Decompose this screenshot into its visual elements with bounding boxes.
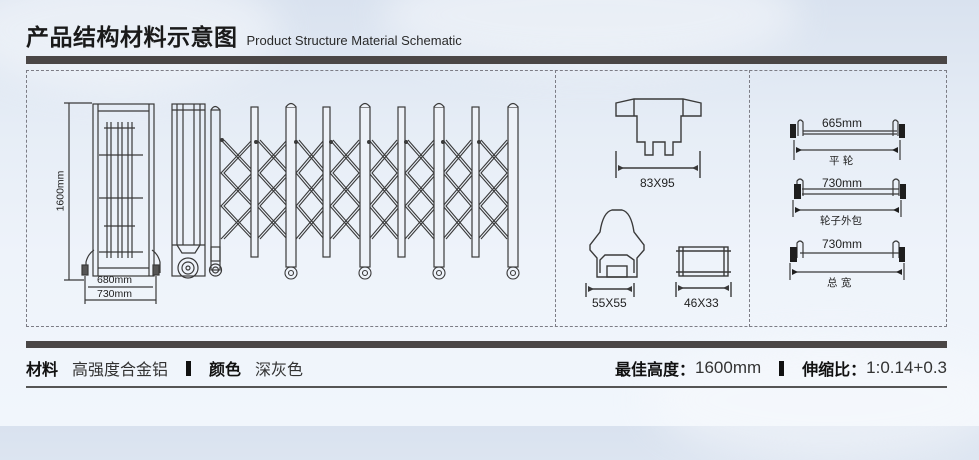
- wheel-width-caption: 平 轮: [829, 155, 854, 167]
- profile-cross-sections: [585, 98, 732, 297]
- page-title: 产品结构材料示意图 Product Structure Material Sch…: [26, 18, 462, 52]
- wheel-width-value: 665mm: [822, 116, 863, 130]
- wheel-width-value: 730mm: [822, 237, 863, 251]
- wheel-width-value: 730mm: [822, 176, 863, 190]
- title-chinese: 产品结构材料示意图: [26, 25, 238, 51]
- section-divider: [555, 70, 556, 327]
- material-value: 高强度合金铝: [72, 360, 169, 379]
- specs-divider-bar: [26, 341, 947, 348]
- separator: [186, 360, 192, 376]
- header-divider-bar: [26, 56, 947, 64]
- specs-bottom-line: [26, 386, 947, 388]
- schematic-frame: [26, 70, 947, 327]
- specs-row: 材料 高强度合金铝 颜色 深灰色 最佳高度： 1600mm 伸缩比： 1:0.1…: [26, 356, 947, 380]
- color-key: 颜色: [209, 360, 242, 379]
- section-divider: [749, 70, 750, 327]
- title-english: Product Structure Material Schematic: [246, 33, 462, 48]
- outer-width-label: 730mm: [97, 288, 133, 300]
- height-value: 1600mm: [695, 358, 762, 377]
- specs-right: 最佳高度： 1600mm 伸缩比： 1:0.14+0.3: [615, 356, 947, 380]
- gate-drawing: [64, 102, 520, 304]
- height-key: 最佳高度：: [615, 360, 696, 379]
- wheel-width-caption: 总 宽: [827, 277, 852, 289]
- color-value: 深灰色: [255, 360, 304, 379]
- profile-label: 83X95: [640, 176, 675, 190]
- wheel-width-caption: 轮子外包: [820, 215, 862, 227]
- ratio-value: 1:0.14+0.3: [866, 358, 947, 377]
- specs-left: 材料 高强度合金铝 颜色 深灰色: [26, 356, 303, 380]
- separator: [779, 360, 785, 376]
- inner-width-label: 680mm: [97, 274, 133, 286]
- material-key: 材料: [26, 360, 59, 379]
- wheel-width-diagrams: [789, 119, 906, 280]
- ratio-key: 伸缩比：: [802, 360, 867, 379]
- profile-label: 55X55: [592, 296, 627, 310]
- profile-label: 46X33: [684, 296, 719, 310]
